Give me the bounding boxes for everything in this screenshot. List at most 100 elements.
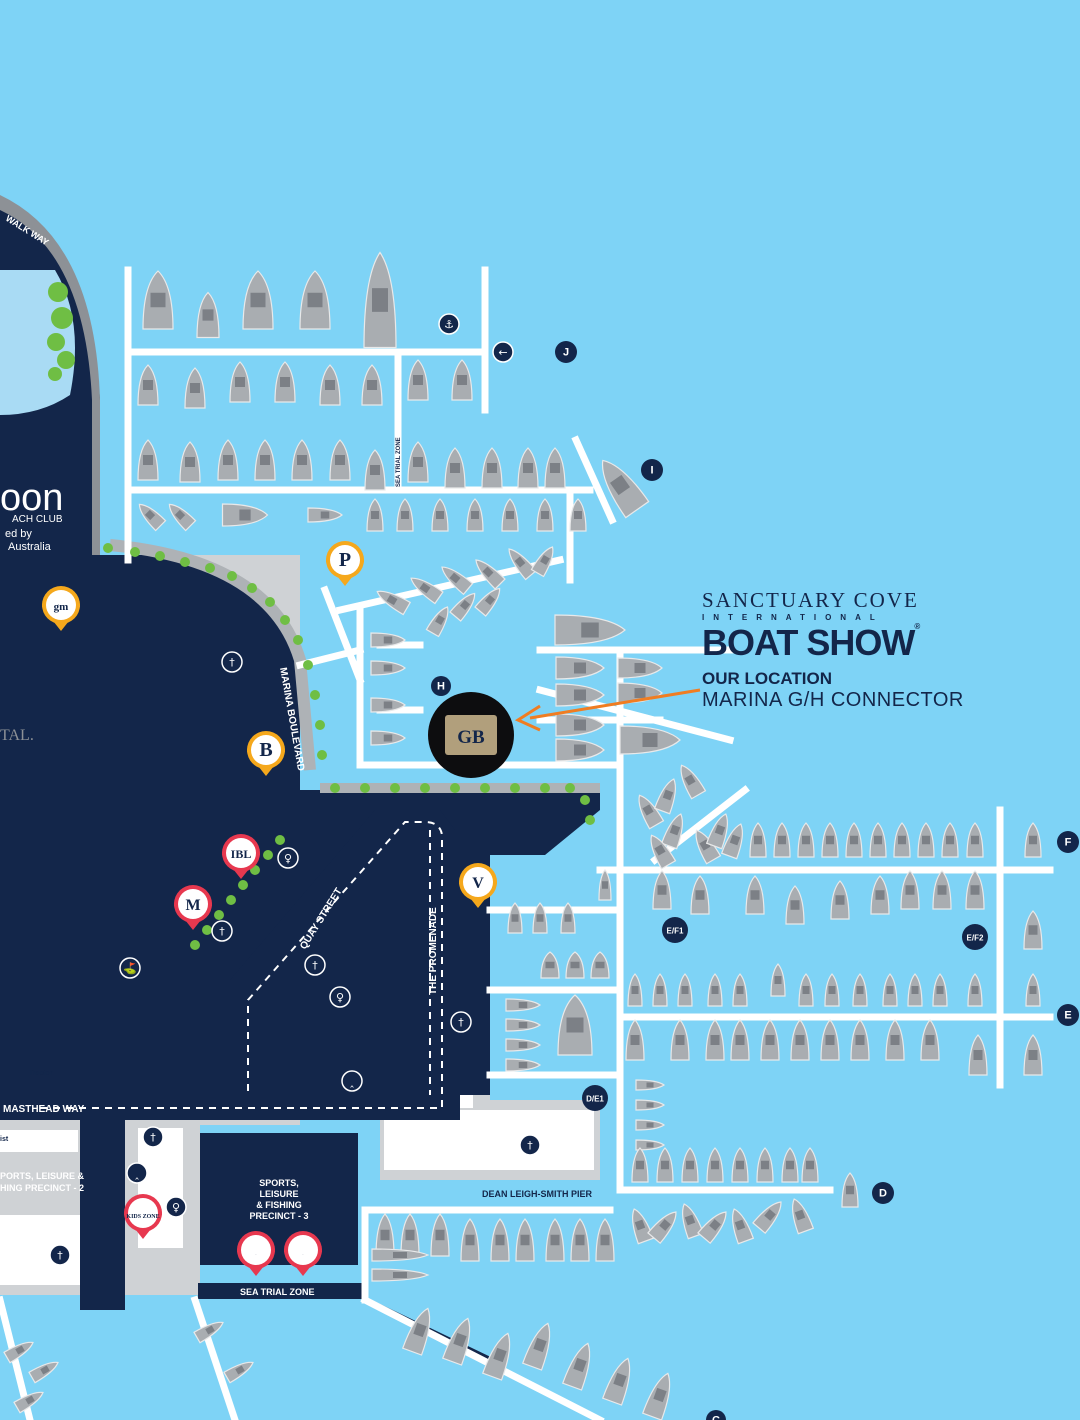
p-pin[interactable]: P [326,541,364,586]
bar-icon[interactable]: ‸ [126,1162,148,1184]
boat-shape [441,566,474,596]
svg-text:†: † [219,925,225,938]
boat-shape [28,1361,59,1384]
gb-marker-label: GB [457,727,485,748]
kids-zone-pin[interactable]: KIDS ZONE [124,1194,162,1239]
boat-shape [560,902,576,934]
restaurant-icon[interactable]: † [142,1126,164,1148]
boat-shape [652,870,672,910]
boat-shape [184,367,206,409]
golf-icon[interactable]: ⛳ [119,957,141,979]
restaurant-icon[interactable]: † [450,1011,472,1033]
tree-icon [317,750,327,760]
boat-shape [770,963,786,997]
toilets-icon[interactable]: ♀ [165,1196,187,1218]
svg-text:←: ← [498,346,507,359]
boat-shape [1024,822,1042,858]
restaurant-icon[interactable]: † [304,954,326,976]
pin-label: P [339,549,351,571]
boat-shape [501,498,519,532]
boat-shape [617,657,663,679]
svg-text:†: † [57,1249,63,1262]
tree-icon [205,563,215,573]
marina-marker-label: E/F2 [967,934,984,943]
boat-shape [885,1019,905,1061]
boat-shape [752,1201,782,1235]
boat-shape [781,1147,799,1183]
svg-text:⛳: ⛳ [123,962,137,975]
svg-text:⚓: ⚓ [444,318,454,331]
bar-icon[interactable]: ‸ [341,1070,363,1092]
boat-shape [852,973,868,1007]
boat-shape [601,1357,631,1406]
boat-shape [505,1058,542,1072]
brand-line3: BOAT SHOW® [702,622,920,663]
marina-marker-i: I [641,459,663,481]
tree-icon [480,783,490,793]
tree-icon [190,940,200,950]
boat-shape [460,1218,480,1262]
fish-pin[interactable]: P [237,1231,275,1276]
our-location-name: MARINA G/H CONNECTOR [702,689,964,711]
tree-icon [275,835,285,845]
boat-shape [730,1019,750,1061]
boat-shape [179,441,201,483]
boat-shape [792,1198,815,1235]
toilets-icon[interactable]: ♀ [329,986,351,1008]
tree-icon [202,925,212,935]
boat-shape [631,1147,649,1183]
boat-shape [545,1218,565,1262]
ferry-icon[interactable]: ⚓ [438,313,460,335]
restaurant-icon[interactable]: † [211,920,233,942]
boat-shape [555,738,605,762]
pin-label: KIDS ZONE [126,1214,159,1220]
boat-shape [682,1203,705,1240]
boat-shape [870,875,890,915]
toilets-icon[interactable]: ♀ [277,847,299,869]
gm-pin[interactable]: gm [42,586,80,631]
restaurant-icon[interactable]: † [49,1244,71,1266]
boat-shape [632,1208,655,1245]
boat-shape [396,498,414,532]
boat-shape [590,951,610,979]
gb-location-marker[interactable]: GB [428,692,514,778]
tree-icon [310,690,320,700]
boat-shape [801,1147,819,1183]
m-pin[interactable]: M [174,885,212,930]
boat-shape [932,870,952,910]
v-pin[interactable]: V [459,863,497,908]
boat-shape [13,1391,44,1414]
marina-marker-label: F [1065,837,1072,849]
marina-marker-c: C [706,1410,726,1420]
exit-icon[interactable]: ← [492,341,514,363]
boat-shape [505,1038,542,1052]
boat-shape [917,822,935,858]
restaurant-icon[interactable]: † [519,1134,541,1156]
boat-shape [635,1099,666,1111]
tree-icon [303,660,313,670]
restaurant-icon[interactable]: † [221,651,243,673]
precinct3-line4: PRECINCT - 3 [249,1211,308,1221]
tree-icon [103,543,113,553]
boat-shape [444,447,466,489]
boat-shape [569,498,587,532]
boat-shape [137,364,159,406]
pin-label: gm [54,601,69,613]
boat-shape [638,794,665,830]
boat-shape [223,1361,254,1384]
pin-label: P [256,1254,257,1256]
boat-shape [841,1172,859,1208]
dean-pier-label: DEAN LEIGH-SMITH PIER [482,1189,593,1199]
boat-shape [601,459,650,519]
b-pin[interactable]: B [247,731,285,776]
boat-shape [410,577,444,605]
tree-icon [315,720,325,730]
boat-shape [475,559,506,590]
trophy-pin[interactable]: P [284,1231,322,1276]
pin-label: M [185,897,200,914]
ibl-pin[interactable]: IBL [222,834,260,879]
boat-shape [798,973,814,1007]
marina-marker-de1: D/E1 [582,1085,608,1111]
svg-text:♀: ♀ [284,852,292,865]
